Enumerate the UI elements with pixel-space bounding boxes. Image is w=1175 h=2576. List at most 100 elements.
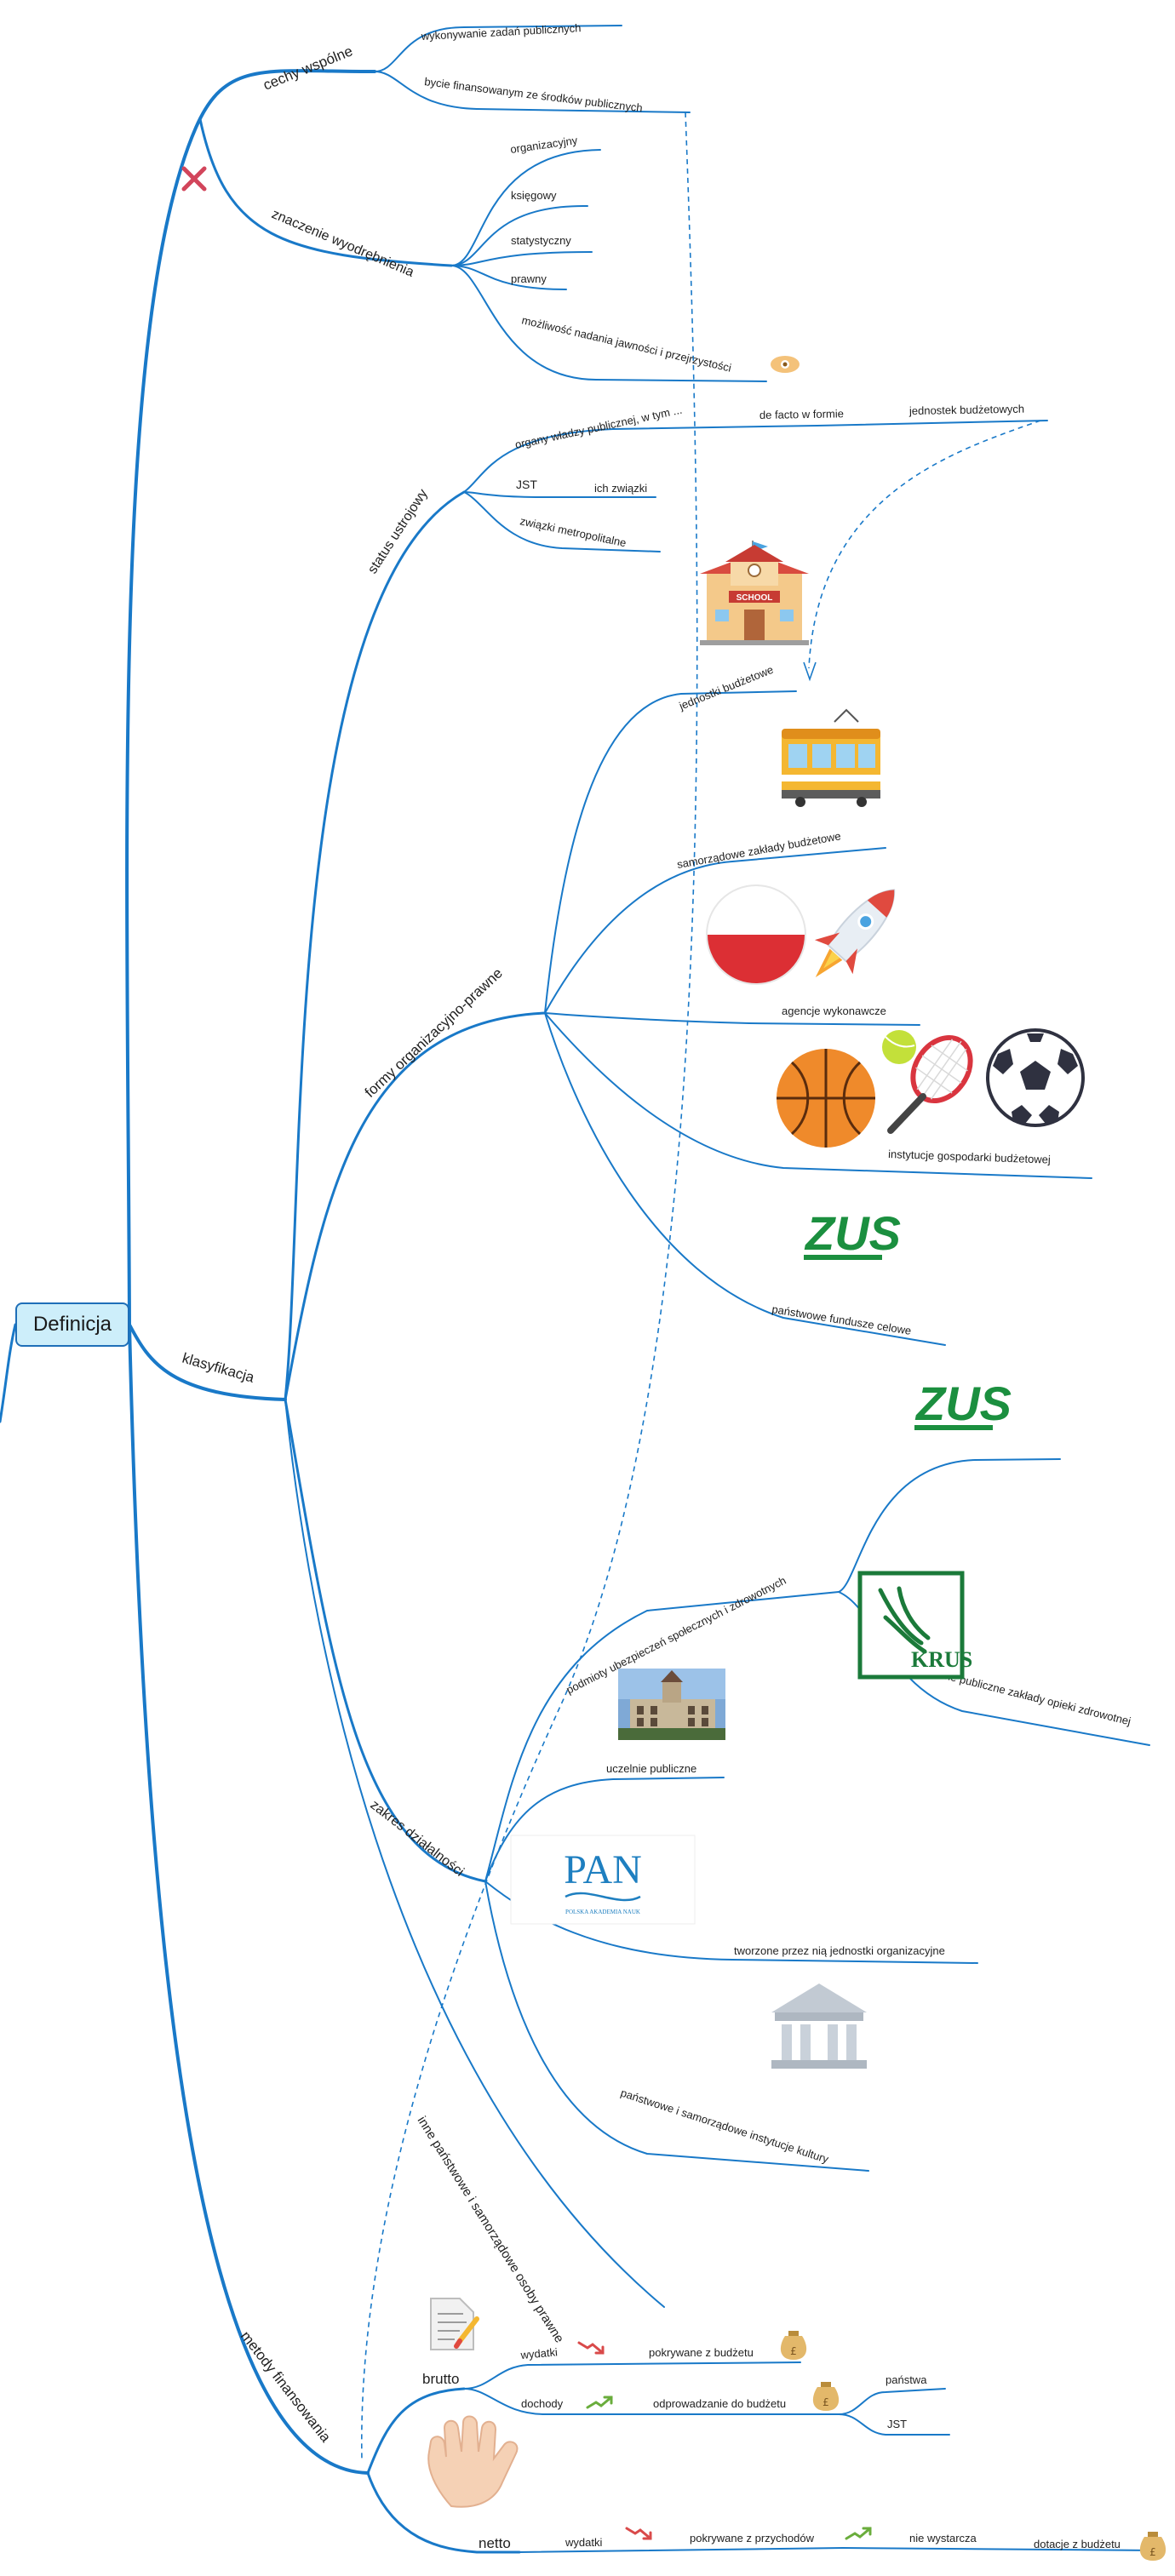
root-topic-label: Definicja bbox=[32, 1313, 112, 1336]
pan-logo-text: PAN bbox=[564, 1847, 642, 1892]
label-metody: metody finansowania bbox=[238, 2328, 335, 2446]
krus-logo: KRUS bbox=[857, 1571, 972, 1680]
svg-text:£: £ bbox=[790, 2345, 797, 2357]
label-netto: netto bbox=[479, 2535, 511, 2551]
label-status-jednostek: jednostek budżetowych bbox=[908, 403, 1024, 417]
line-formy-3 bbox=[544, 1012, 920, 1026]
rocket-icon bbox=[814, 889, 896, 977]
line-formy-2 bbox=[544, 847, 886, 1014]
label-znaczenie-2: księgowy bbox=[511, 189, 557, 202]
label-formy: formy organizacyjno-prawne bbox=[362, 965, 506, 1101]
label-status-defacto: de facto w formie bbox=[759, 407, 844, 421]
relation-arrowhead bbox=[803, 661, 817, 682]
money-bag-icon: £ bbox=[780, 2331, 807, 2360]
label-formy-2: samorządowe zakłady budżetowe bbox=[676, 829, 842, 871]
zus-logo-text-1: ZUS bbox=[804, 1206, 901, 1260]
line-formy-5 bbox=[544, 1012, 946, 1346]
svg-text:£: £ bbox=[1149, 2546, 1156, 2558]
label-odprowadzanie: odprowadzanie do budżetu bbox=[653, 2397, 786, 2410]
label-status-zwiazki: ich związki bbox=[594, 482, 647, 495]
label-brutto-dochody: dochody bbox=[521, 2397, 564, 2410]
label-klasyfikacja: klasyfikacja bbox=[181, 1350, 256, 1386]
relation-lines bbox=[360, 112, 1041, 2461]
label-cechy-item-1: wykonywanie zadań publicznych bbox=[420, 21, 581, 43]
tram-icon bbox=[782, 708, 880, 807]
branch-formy bbox=[284, 1011, 547, 1401]
line-netto-chain bbox=[519, 2546, 1159, 2553]
museum-icon bbox=[771, 1984, 867, 2069]
line-znaczenie-2 bbox=[450, 204, 588, 266]
line-znaczenie-1 bbox=[450, 149, 601, 266]
label-nie-wystarcza: nie wystarcza bbox=[909, 2532, 977, 2545]
zus-logo-text-2: ZUS bbox=[914, 1377, 1012, 1430]
branch-zakres bbox=[284, 1398, 487, 1883]
line-status-jst bbox=[463, 491, 656, 498]
label-znaczenie-5: możliwość nadania jawności i przejrzysto… bbox=[520, 313, 732, 374]
line-cechy-2 bbox=[374, 71, 691, 113]
root-topic[interactable]: Definicja bbox=[15, 1302, 129, 1347]
relation-dashed-long bbox=[360, 112, 698, 2461]
label-brutto-wydatki: wydatki bbox=[519, 2345, 559, 2361]
line-status-metro bbox=[463, 491, 661, 552]
label-formy-3: agencje wykonawcze bbox=[782, 1005, 886, 1017]
line-podmioty-1 bbox=[838, 1458, 1061, 1593]
label-znaczenie: znaczenie wyodrębnienia bbox=[269, 207, 416, 280]
label-status-jst: JST bbox=[516, 478, 537, 491]
line-znaczenie-5 bbox=[450, 265, 767, 382]
line-zakres-tworzone bbox=[484, 1880, 978, 1964]
trend-down-icon bbox=[577, 2341, 605, 2355]
branch-metody bbox=[128, 1323, 370, 2475]
branch-status bbox=[284, 490, 466, 1401]
zus-logo: ZUS bbox=[914, 1377, 1012, 1430]
label-zakres-uczelnie: uczelnie publiczne bbox=[606, 1762, 696, 1775]
line-zakres-podmioty bbox=[484, 1591, 840, 1882]
label-formy-1: jednostki budżetowe bbox=[677, 663, 776, 713]
label-znaczenie-4: prawny bbox=[511, 272, 547, 285]
label-jst-metody: JST bbox=[887, 2418, 907, 2430]
label-znaczenie-3: statystyczny bbox=[511, 234, 571, 247]
zus-logo: ZUS bbox=[804, 1206, 901, 1260]
town-hall-photo bbox=[618, 1669, 725, 1740]
line-zakres-kultura bbox=[484, 1880, 869, 2172]
line-status-organy bbox=[463, 420, 1048, 493]
polish-flag-ball-icon bbox=[706, 884, 806, 985]
line-znaczenie-4 bbox=[450, 265, 567, 290]
label-panstwa: państwa bbox=[886, 2373, 927, 2386]
label-pokrywane-przychodow: pokrywane z przychodów bbox=[690, 2532, 815, 2545]
money-bag-icon: £ bbox=[1139, 2532, 1166, 2561]
line-formy-1 bbox=[544, 690, 797, 1014]
line-znaczenie-3 bbox=[450, 251, 593, 266]
hand-icon bbox=[427, 2415, 519, 2508]
branch-klasyfikacja bbox=[128, 1323, 287, 1401]
tennis-icon bbox=[882, 1030, 973, 1134]
branch-brutto bbox=[366, 2387, 466, 2475]
document-icon bbox=[430, 2298, 479, 2350]
line-cechy-1 bbox=[374, 25, 622, 72]
pan-logo-subtitle: POLSKA AKADEMIA NAUK bbox=[565, 1909, 640, 1915]
eye-icon bbox=[771, 356, 800, 373]
line-formy-4 bbox=[544, 1012, 1092, 1179]
pan-logo: PAN POLSKA AKADEMIA NAUK bbox=[510, 1835, 696, 1925]
label-pokrywane: pokrywane z budżetu bbox=[649, 2346, 754, 2359]
trend-down-icon bbox=[625, 2527, 652, 2540]
relation-dashed-jednostek bbox=[808, 420, 1041, 669]
cross-icon bbox=[181, 166, 207, 192]
line-brutto-dochody bbox=[463, 2388, 840, 2415]
branch-cechy bbox=[125, 69, 376, 1326]
trend-up-icon bbox=[845, 2527, 872, 2540]
root-entry-line bbox=[0, 1323, 17, 1423]
branch-netto bbox=[366, 2471, 521, 2554]
school-icon: SCHOOL bbox=[700, 541, 809, 645]
label-cechy-item-2: bycie finansowanym ze środków publicznyc… bbox=[424, 75, 644, 114]
label-zakres-tworzone: tworzone przez nią jednostki organizacyj… bbox=[734, 1944, 945, 1957]
money-bag-icon: £ bbox=[812, 2382, 840, 2411]
branch-znaczenie bbox=[198, 117, 453, 267]
basketball-icon bbox=[777, 1049, 875, 1148]
line-dochody-jst bbox=[838, 2413, 950, 2436]
label-formy-4: instytucje gospodarki budżetowej bbox=[888, 1148, 1051, 1166]
soccer-ball-icon bbox=[986, 1028, 1085, 1127]
label-cechy: cechy wspólne bbox=[261, 43, 355, 93]
branch-inne bbox=[284, 1399, 665, 2308]
label-zakres: zakres działalności bbox=[368, 1798, 467, 1880]
